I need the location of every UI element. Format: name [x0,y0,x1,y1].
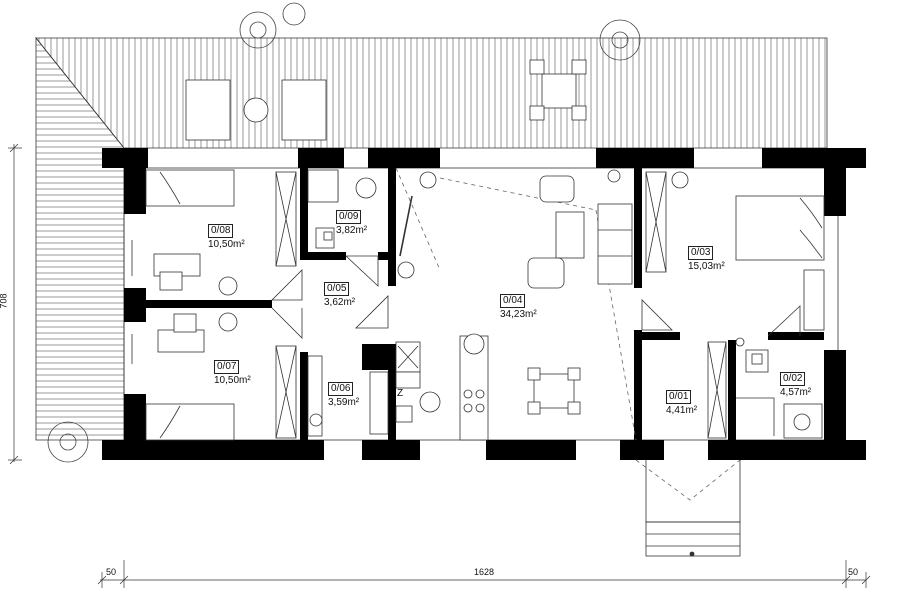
room-code: 0/04 [500,294,526,308]
terrace-roof [35,36,828,441]
tree-icons [47,2,641,463]
interior-walls [146,168,824,440]
dimension-lines [8,143,871,588]
room-area: 15,03m² [688,261,725,272]
dimension-left: 50 [106,567,117,577]
room-label-0-09: 0/09 3,82m² [336,210,367,237]
room-label-0-06: 0/06 3,59m² [328,382,359,409]
room-0-06-fixtures [307,341,441,437]
room-0-07-furniture [131,312,297,441]
room-code: 0/03 [688,246,714,260]
terrace-furniture [185,59,587,141]
room-0-01-0-02-fixtures [707,337,823,439]
dimension-height: 708 [0,293,9,309]
room-label-0-03: 0/03 15,03m² [688,246,725,273]
room-label-0-04: 0/04 34,23m² [500,294,537,321]
room-label-0-01: 0/01 4,41m² [666,390,697,417]
room-area: 4,41m² [666,405,698,416]
room-area: 10,50m² [214,375,251,386]
room-area: 34,23m² [500,309,537,320]
room-area: 3,59m² [328,397,360,408]
dimension-right: 50 [848,567,859,577]
room-code: 0/01 [666,390,692,404]
room-code: 0/06 [328,382,354,396]
room-area: 3,62m² [324,297,356,308]
room-label-0-07: 0/07 10,50m² [214,360,251,387]
room-area: 4,57m² [780,387,812,398]
room-code: 0/08 [208,224,234,238]
dimension-total: 1628 [474,567,495,577]
dashed-lines [395,167,741,501]
room-area: 10,50m² [208,239,245,250]
room-code: 0/09 [336,210,362,224]
room-area: 3,82m² [336,225,368,236]
room-0-09-fixtures [307,169,437,279]
fixture-letter: Z [397,388,404,399]
room-0-08-furniture [131,169,297,296]
room-code: 0/02 [780,372,806,386]
room-0-03-furniture [645,171,825,331]
room-label-0-08: 0/08 10,50m² [208,224,245,251]
room-0-04-furniture [459,169,633,441]
room-label-0-05: 0/05 3,62m² [324,282,355,309]
room-code: 0/07 [214,360,240,374]
room-code: 0/05 [324,282,350,296]
entrance-steps [645,460,741,557]
room-label-0-02: 0/02 4,57m² [780,372,811,399]
exterior-walls [102,148,866,460]
